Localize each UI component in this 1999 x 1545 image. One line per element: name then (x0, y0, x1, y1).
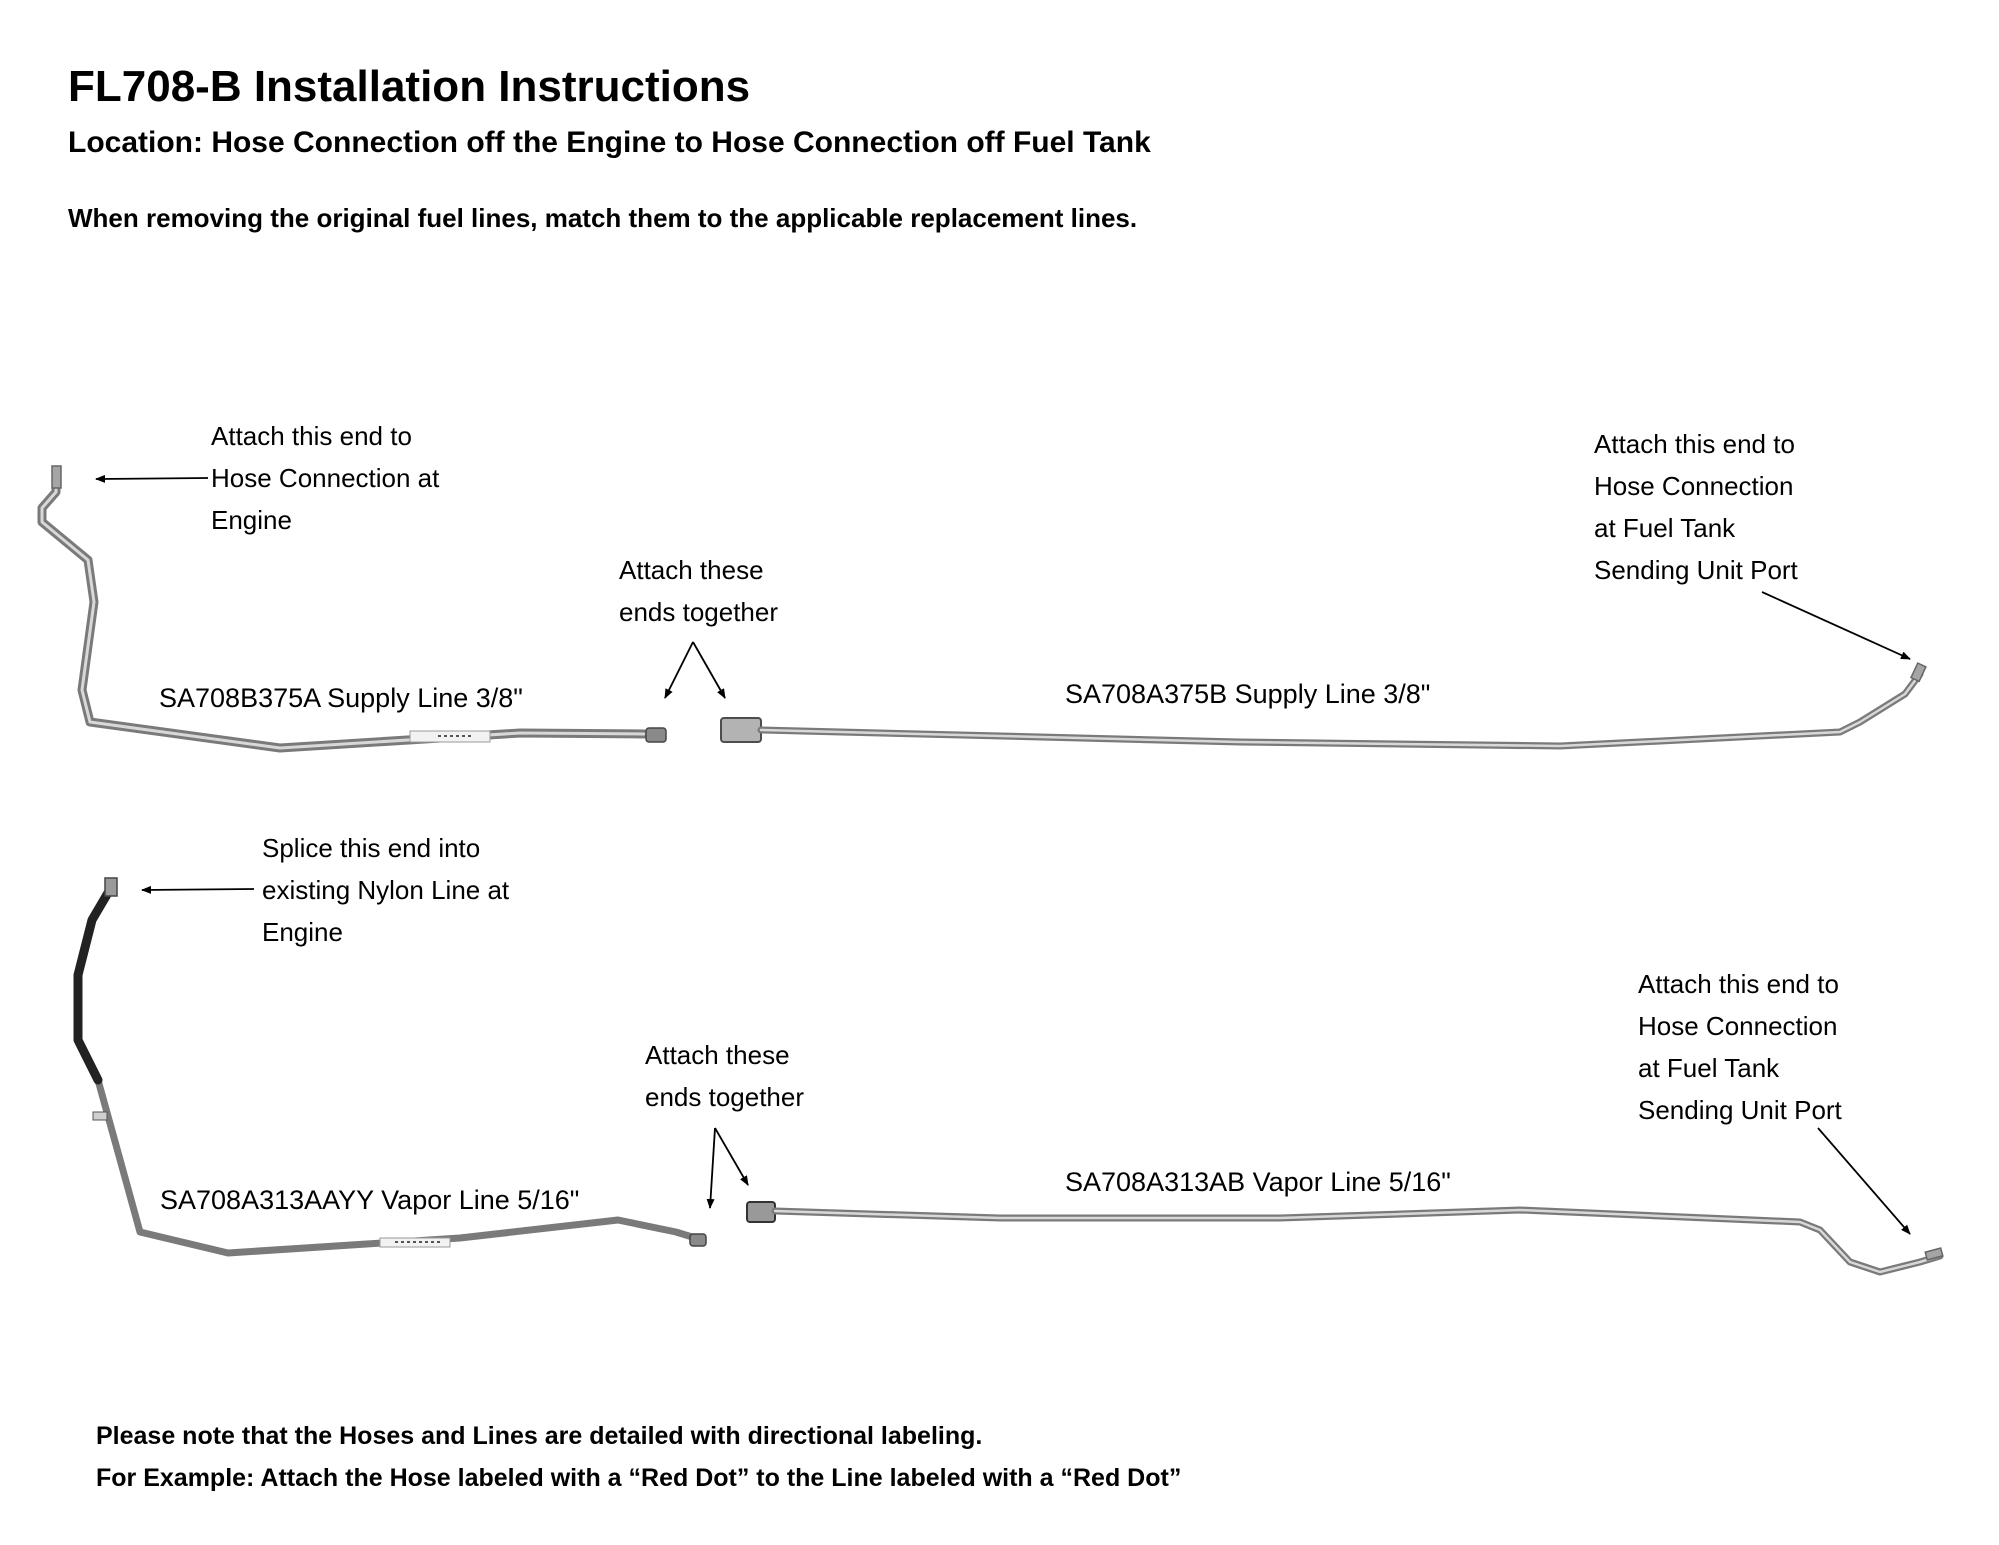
supply-engine-label: Attach this end to Hose Connection at En… (211, 421, 440, 535)
supply-right-part-label: SA708A375B Supply Line 3/8" (1065, 679, 1431, 709)
footer-note-2: For Example: Attach the Hose labeled wit… (96, 1464, 1182, 1492)
vapor-tank-label: Attach this end to Hose Connection at Fu… (1638, 969, 1842, 1125)
supply-left-part-label: SA708B375A Supply Line 3/8" (159, 683, 523, 713)
supply-join-label: Attach these ends together (619, 555, 779, 627)
supply-tank-arrow (1761, 591, 1911, 660)
vapor-line-right (746, 1201, 1944, 1276)
supply-tank-label: Attach this end to Hose Connection at Fu… (1594, 429, 1798, 585)
intro-instruction: When removing the original fuel lines, m… (68, 203, 1138, 233)
footer-note-1: Please note that the Hoses and Lines are… (96, 1422, 983, 1450)
vapor-right-part-label: SA708A313AB Vapor Line 5/16" (1065, 1167, 1451, 1197)
supply-engine-arrow (95, 474, 209, 483)
vapor-left-part-label: SA708A313AAYY Vapor Line 5/16" (160, 1185, 580, 1215)
vapor-engine-arrow (141, 885, 255, 894)
vapor-join-arrow-right (714, 1127, 749, 1186)
supply-join-arrow-left (664, 641, 694, 699)
supply-line-left (37, 465, 667, 753)
supply-join-arrow-right (692, 641, 726, 699)
location-subtitle: Location: Hose Connection off the Engine… (68, 126, 1151, 159)
page-title: FL708-B Installation Instructions (68, 62, 751, 111)
vapor-engine-label: Splice this end into existing Nylon Line… (262, 833, 510, 947)
vapor-line-left (73, 877, 707, 1257)
vapor-join-arrow-left (706, 1127, 716, 1209)
vapor-tank-arrow (1817, 1127, 1911, 1235)
vapor-join-label: Attach these ends together (645, 1040, 805, 1112)
supply-line-right (720, 662, 1927, 750)
